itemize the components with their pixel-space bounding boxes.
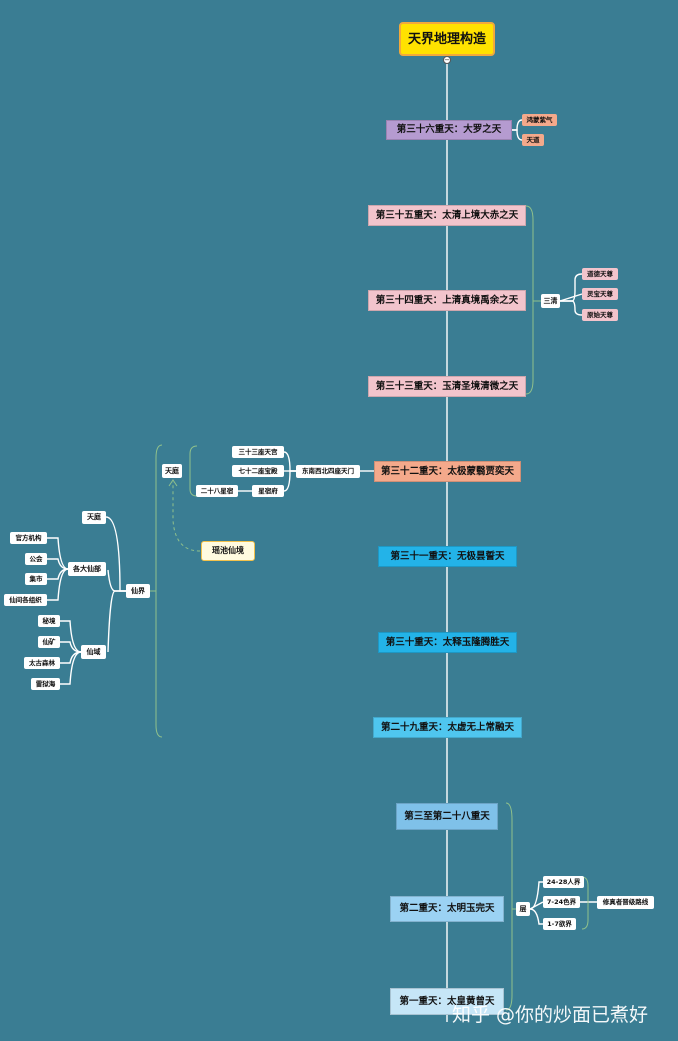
ceng-node[interactable]: 层 [516,902,530,916]
jishi-node[interactable]: 集市 [25,573,47,585]
renjie-node[interactable]: 24-28人界 [543,876,584,888]
hongmeng-ziqi-node[interactable]: 鸿蒙紫气 [522,114,557,126]
heaven-31-node[interactable]: 第三十一重天：无极昙誓天 [378,546,517,567]
xiuzhen-lujing-node[interactable]: 修真者晋级路线 [597,896,654,909]
heaven-32-node[interactable]: 第三十二重天：太极蒙翳贾奕天 [374,461,521,482]
mijing-node[interactable]: 秘境 [38,615,60,627]
tiangong-33-node[interactable]: 三十三座天宫 [232,446,284,458]
heaven-33-node[interactable]: 第三十三重天：玉清圣境清微之天 [368,376,526,397]
xianjie-tianting-node[interactable]: 天庭 [82,511,106,524]
watermark: 知乎 @你的炒面已煮好 [452,1004,649,1026]
ershiba-xingxiu-node[interactable]: 二十八星宿 [196,485,238,497]
heaven-35-node[interactable]: 第三十五重天：太清上境大赤之天 [368,205,526,226]
heaven-1-node[interactable]: 第一重天：太皇黄曾天 [390,988,504,1015]
xianjie-node[interactable]: 仙界 [126,584,150,598]
xingxiu-fu-node[interactable]: 星宿府 [252,485,284,497]
gedaxianbu-node[interactable]: 各大仙部 [68,562,106,576]
leiyu-hai-node[interactable]: 雷狱海 [31,678,60,690]
yujie-node[interactable]: 1-7欲界 [543,918,576,930]
heaven-2-node[interactable]: 第二重天：太明玉完天 [390,896,504,922]
sanqing-node[interactable]: 三清 [541,294,560,308]
root-node[interactable]: 天界地理构造 [399,22,495,56]
heaven-36-node[interactable]: 第三十六重天：大罗之天 [386,120,512,140]
lingbao-tianzun-node[interactable]: 灵宝天尊 [582,288,618,300]
heaven-29-node[interactable]: 第二十九重天：太虚无上常融天 [373,717,522,738]
heaven-34-node[interactable]: 第三十四重天：上清真境禹余之天 [368,290,526,311]
heaven-30-node[interactable]: 第三十重天：太释玉隆腾胜天 [378,632,517,653]
yaochi-xianjing-node[interactable]: 瑶池仙境 [201,541,255,561]
collapse-toggle-icon[interactable]: − [443,56,451,64]
xianjian-zuzhi-node[interactable]: 仙间各组织 [4,594,47,606]
yuanshi-tianzun-node[interactable]: 原始天尊 [582,309,618,321]
taigu-senlin-node[interactable]: 太古森林 [24,657,60,669]
tianting-node[interactable]: 天庭 [162,464,182,478]
xiankuang-node[interactable]: 仙矿 [38,636,60,648]
baodian-72-node[interactable]: 七十二座宝殿 [232,465,284,477]
heaven-3-28-node[interactable]: 第三至第二十八重天 [396,803,498,830]
guanfang-jigou-node[interactable]: 官方机构 [10,532,47,544]
daode-tianzun-node[interactable]: 道德天尊 [582,268,618,280]
sizuo-tianmen-node[interactable]: 东南西北四座天门 [296,465,360,478]
gonghui-node[interactable]: 公会 [25,553,47,565]
tiandao-node[interactable]: 天道 [522,134,544,146]
sejie-node[interactable]: 7-24色界 [543,896,580,908]
xianyu-node[interactable]: 仙域 [81,645,106,659]
